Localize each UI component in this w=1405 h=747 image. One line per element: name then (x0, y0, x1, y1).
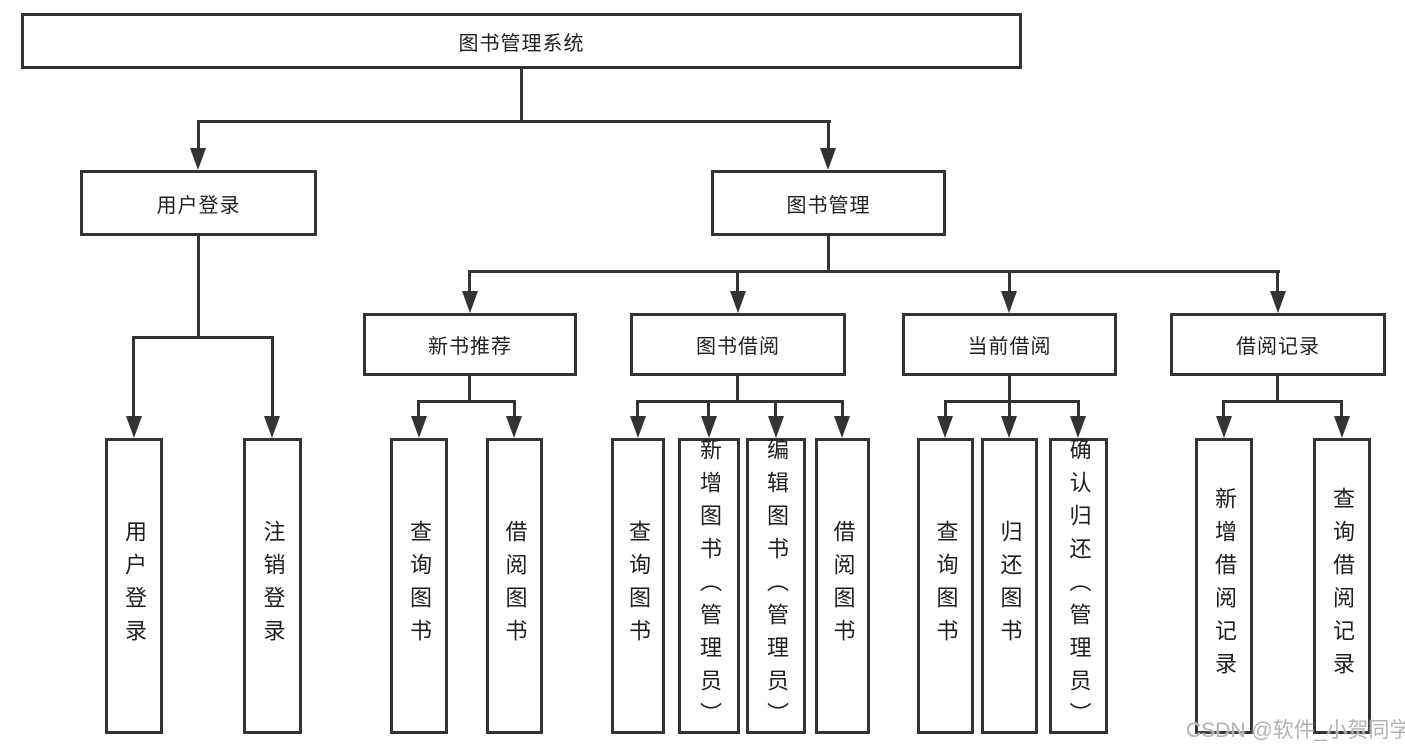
arrow-down-icon (768, 416, 784, 438)
node-book-borrow: 图书借阅 (630, 313, 846, 376)
leaf-confirm-return-admin: 确认归还（管理员） (1049, 437, 1108, 735)
node-user-login: 用户登录 (80, 170, 317, 236)
arrow-down-icon (506, 416, 522, 438)
leaf-logout: 注销登录 (243, 438, 302, 734)
leaf-add-books-admin: 新增图书（管理员） (678, 437, 740, 735)
connector-line (271, 336, 274, 418)
arrow-down-icon (411, 416, 427, 438)
arrow-down-icon (937, 416, 953, 438)
connector-line (944, 400, 1080, 403)
node-book-management: 图书管理 (711, 170, 946, 236)
connector-line (468, 376, 471, 402)
connector-line (468, 270, 471, 293)
leaf-recommend-query-books: 查询图书 (390, 438, 448, 734)
leaf-current-query-books: 查询图书 (917, 438, 974, 734)
connector-line (1008, 400, 1011, 418)
connector-line (827, 120, 830, 150)
connector-line (636, 400, 639, 418)
connector-line (827, 236, 830, 272)
connector-line (736, 376, 739, 402)
arrow-down-icon (1216, 416, 1232, 438)
leaf-query-borrow-record-label: 查询借阅记录 (1330, 487, 1355, 685)
leaf-edit-books-admin-label: 编辑图书（管理员） (764, 437, 789, 735)
node-borrow-records: 借阅记录 (1170, 313, 1386, 376)
connector-line (1276, 376, 1279, 402)
connector-line (736, 270, 739, 293)
leaf-recommend-borrow-books: 借阅图书 (486, 438, 543, 734)
arrow-down-icon (834, 416, 850, 438)
leaf-current-query-books-label: 查询图书 (933, 520, 959, 652)
connector-line (944, 400, 947, 418)
connector-line (132, 336, 135, 418)
connector-line (468, 270, 1280, 273)
arrow-down-icon (190, 148, 206, 170)
arrow-down-icon (1070, 416, 1086, 438)
leaf-recommend-borrow-books-label: 借阅图书 (502, 520, 528, 652)
arrow-down-icon (126, 416, 142, 438)
leaf-add-borrow-record-label: 新增借阅记录 (1212, 487, 1237, 685)
arrow-down-icon (730, 291, 746, 313)
arrow-down-icon (630, 416, 646, 438)
leaf-borrow-query-books-label: 查询图书 (626, 520, 651, 652)
connector-line (1222, 400, 1225, 418)
node-root-label: 图书管理系统 (458, 32, 585, 55)
connector-line (1008, 376, 1011, 402)
node-book-management-label: 图书管理 (786, 194, 871, 217)
node-book-borrow-label: 图书借阅 (696, 336, 780, 358)
node-new-book-recommend: 新书推荐 (363, 313, 577, 376)
node-borrow-records-label: 借阅记录 (1236, 336, 1320, 358)
node-user-login-label: 用户登录 (156, 194, 241, 217)
connector-line (132, 336, 274, 339)
arrow-down-icon (1270, 291, 1286, 313)
arrow-down-icon (1334, 416, 1350, 438)
leaf-edit-books-admin: 编辑图书（管理员） (746, 437, 806, 735)
connector-line (520, 69, 523, 122)
node-current-borrow-label: 当前借阅 (967, 336, 1052, 358)
connector-line (1222, 400, 1343, 403)
arrow-down-icon (1001, 291, 1017, 313)
node-new-book-recommend-label: 新书推荐 (428, 336, 512, 358)
connector-line (197, 120, 831, 123)
connector-line (417, 400, 420, 418)
leaf-add-borrow-record: 新增借阅记录 (1195, 438, 1253, 734)
connector-line (636, 400, 844, 403)
connector-line (774, 400, 777, 418)
connector-line (513, 400, 516, 418)
arrow-down-icon (820, 148, 836, 170)
connector-line (197, 120, 200, 150)
connector-line (707, 400, 710, 418)
leaf-recommend-query-books-label: 查询图书 (407, 520, 432, 652)
connector-line (1276, 270, 1279, 293)
leaf-borrow-books-label: 借阅图书 (830, 520, 856, 652)
watermark: CSDN @软件_小贺同学 (1186, 719, 1405, 742)
arrow-down-icon (264, 416, 280, 438)
leaf-user-login: 用户登录 (105, 438, 163, 734)
connector-line (1340, 400, 1343, 418)
leaf-borrow-books: 借阅图书 (815, 438, 870, 734)
leaf-return-books-label: 归还图书 (997, 520, 1023, 652)
leaf-add-books-admin-label: 新增图书（管理员） (697, 437, 722, 735)
leaf-borrow-query-books: 查询图书 (611, 438, 665, 734)
leaf-user-login-label: 用户登录 (122, 520, 147, 652)
connector-line (841, 400, 844, 418)
leaf-confirm-return-admin-label: 确认归还（管理员） (1066, 437, 1092, 735)
connector-line (417, 400, 516, 403)
leaf-logout-label: 注销登录 (260, 520, 286, 652)
connector-line (1008, 270, 1011, 293)
connector-line (197, 236, 200, 338)
node-current-borrow: 当前借阅 (902, 313, 1117, 376)
arrow-down-icon (462, 291, 478, 313)
leaf-return-books: 归还图书 (981, 438, 1038, 734)
connector-line (1077, 400, 1080, 418)
arrow-down-icon (1001, 416, 1017, 438)
arrow-down-icon (701, 416, 717, 438)
leaf-query-borrow-record: 查询借阅记录 (1313, 438, 1371, 734)
node-root: 图书管理系统 (21, 13, 1022, 69)
